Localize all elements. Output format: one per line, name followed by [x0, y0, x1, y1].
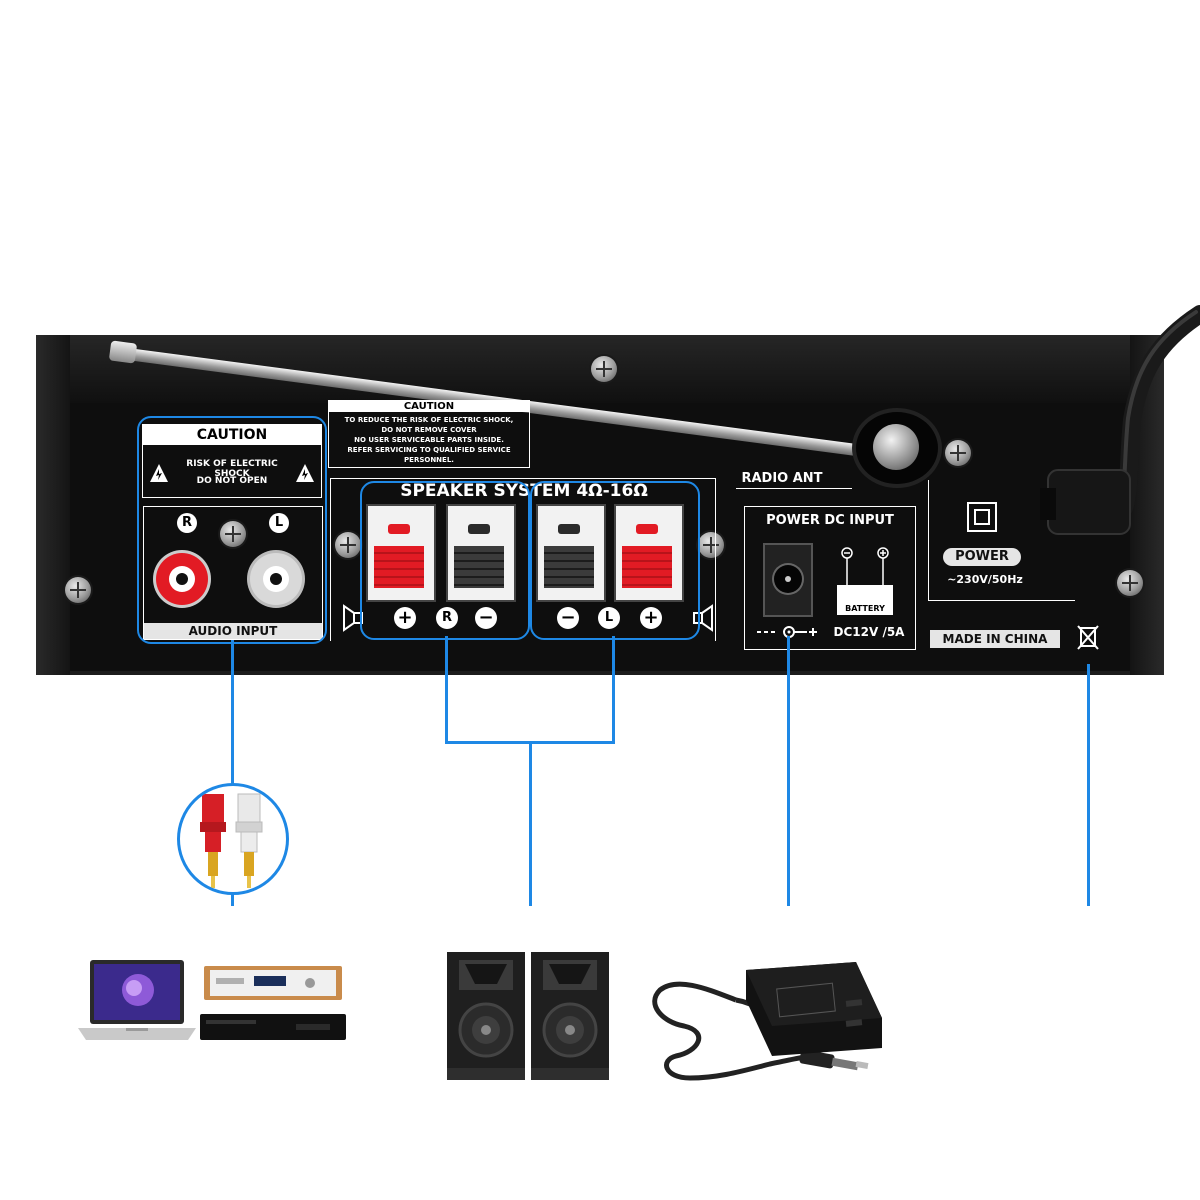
speaker-terminal-left-positive[interactable]: [614, 504, 684, 602]
caution-line-2: DO NOT OPEN: [196, 476, 268, 486]
speaker-left-label: L: [598, 607, 620, 629]
rca-plug-callout[interactable]: [177, 783, 289, 895]
rca-jack-left[interactable]: [250, 553, 302, 605]
speaker-terminal-left-negative[interactable]: [536, 504, 606, 602]
minus-symbol: −: [475, 607, 497, 629]
dvd-player-icon: [200, 966, 346, 1040]
connector-line-audio: [231, 640, 234, 784]
connector-line-speaker: [612, 636, 615, 744]
screw: [945, 440, 971, 466]
power-section: POWER ~230V/50Hz: [928, 480, 1075, 601]
connector-line-speaker: [529, 741, 532, 906]
speaker-terminal-right-positive[interactable]: [366, 504, 436, 602]
speaker-left-highlight: [530, 481, 700, 640]
warning-title: CAUTION: [329, 401, 529, 412]
warning-line: REFER SERVICING TO QUALIFIED SERVICE: [347, 446, 511, 454]
plus-symbol: +: [640, 607, 662, 629]
screw: [335, 532, 361, 558]
caution-title: CAUTION: [143, 425, 321, 445]
audio-input-label: AUDIO INPUT: [144, 623, 322, 639]
power-label: POWER: [943, 548, 1021, 566]
speaker-pair-icon: [447, 952, 609, 1080]
power-dc-section: POWER DC INPUT BATTERY DC12V /5A: [744, 506, 916, 650]
weee-bin-icon: [1077, 625, 1099, 650]
warning-line: DO NOT REMOVE COVER: [381, 426, 477, 434]
power-adapter-icon: [652, 962, 882, 1081]
connector-line-power: [1087, 664, 1090, 906]
power-switch-icon: [967, 502, 997, 532]
warning-line: PERSONNEL.: [404, 456, 454, 464]
caution-label: CAUTION RISK OF ELECTRIC SHOCK DO NOT OP…: [142, 424, 322, 498]
rca-right-label: R: [177, 513, 197, 533]
dc-input-jack[interactable]: [763, 543, 813, 617]
connector-line-speaker: [445, 636, 448, 744]
caution-line-1: RISK OF ELECTRIC SHOCK: [186, 459, 278, 479]
screw: [220, 521, 246, 547]
screw: [1117, 570, 1143, 596]
audio-input-highlight: [137, 416, 327, 644]
plus-symbol: +: [394, 607, 416, 629]
warning-triangle-icon: [150, 464, 168, 482]
speaker-right-label: R: [436, 607, 458, 629]
warning-triangle-icon: [296, 464, 314, 482]
rca-jack-right[interactable]: [156, 553, 208, 605]
power-cable: [1040, 305, 1200, 535]
rca-connector-icon: [200, 793, 263, 888]
warning-line: TO REDUCE THE RISK OF ELECTRIC SHOCK,: [344, 416, 514, 424]
warning-text-block: CAUTION TO REDUCE THE RISK OF ELECTRIC S…: [328, 400, 530, 468]
battery-label: BATTERY: [845, 604, 885, 613]
made-in-label: MADE IN CHINA: [930, 630, 1060, 648]
power-spec: ~230V/50Hz: [947, 573, 1023, 586]
audio-input-section: R L AUDIO INPUT: [143, 506, 323, 640]
battery-polarity-icon: [837, 547, 893, 615]
minus-symbol: −: [557, 607, 579, 629]
screw: [698, 532, 724, 558]
warning-line: NO USER SERVICEABLE PARTS INSIDE.: [354, 436, 504, 444]
screw: [65, 577, 91, 603]
dc-spec: DC12V /5A: [833, 625, 905, 639]
connector-line-dc: [787, 636, 790, 906]
radio-ant-label: RADIO ANT: [741, 471, 823, 486]
screw: [591, 356, 617, 382]
speaker-glyph-icon: [343, 604, 363, 632]
rca-left-label: L: [269, 513, 289, 533]
speaker-terminal-right-negative[interactable]: [446, 504, 516, 602]
connector-line-audio: [231, 892, 234, 906]
laptop-icon: [78, 960, 196, 1040]
speaker-right-highlight: [360, 481, 530, 640]
power-dc-label: POWER DC INPUT: [766, 513, 894, 528]
